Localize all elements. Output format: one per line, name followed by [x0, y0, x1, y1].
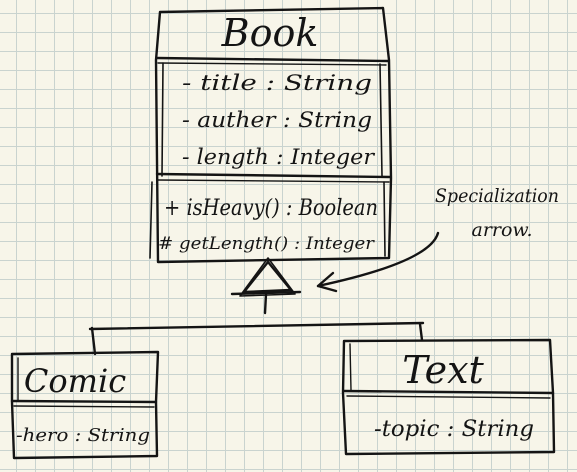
book-method-getlength: # getLength() : Integer [158, 234, 375, 254]
book-methods-left-border [149, 181, 153, 259]
class-book[interactable] [149, 6, 393, 264]
class-comic[interactable] [10, 350, 160, 460]
book-method-isheavy: + isHeavy() : Boolean [164, 196, 378, 221]
arrow-branch-line [88, 321, 425, 331]
book-attribute-auther: - auther : String [182, 108, 372, 132]
text-name-divider [342, 389, 555, 395]
comic-name-divider [10, 399, 158, 404]
annotation-pointer [316, 231, 440, 293]
comic-name-divider-2 [13, 405, 155, 408]
comic-attribute-hero: -hero : String [16, 425, 150, 446]
annotation-pointer-line [316, 231, 440, 288]
arrow-stem [263, 292, 268, 315]
comic-class-name: Comic [24, 362, 126, 400]
specialization-arrow[interactable] [88, 257, 425, 356]
book-name-divider [155, 56, 390, 63]
annotation-text-line1: Specialization [435, 185, 559, 207]
class-text[interactable] [341, 338, 556, 456]
annotation-text-line2: arrow. [472, 219, 533, 241]
book-box-outline [154, 6, 393, 264]
arrow-right-drop [418, 322, 424, 342]
text-name-divider-2 [346, 395, 551, 399]
book-attribute-length: - length : Integer [182, 145, 376, 169]
text-box-outline [341, 338, 556, 456]
text-attribute-topic: -topic : String [374, 417, 534, 442]
book-attributes-divider-2 [157, 179, 390, 183]
book-class-name: Book [221, 11, 319, 55]
text-class-name: Text [402, 348, 484, 392]
book-methods-right-border [383, 181, 386, 257]
arrow-head-triangle-outer [239, 257, 296, 297]
arrow-left-drop [90, 326, 97, 356]
book-name-divider-2 [157, 62, 387, 66]
annotation-pointer-head [316, 271, 338, 293]
book-attribute-title: - title : String [182, 71, 372, 95]
book-inner-right-border [379, 63, 383, 177]
book-attributes-divider [155, 172, 392, 179]
arrow-head-triangle [242, 260, 293, 294]
text-inner-left-border [349, 343, 352, 391]
book-inner-left-border [161, 62, 164, 177]
